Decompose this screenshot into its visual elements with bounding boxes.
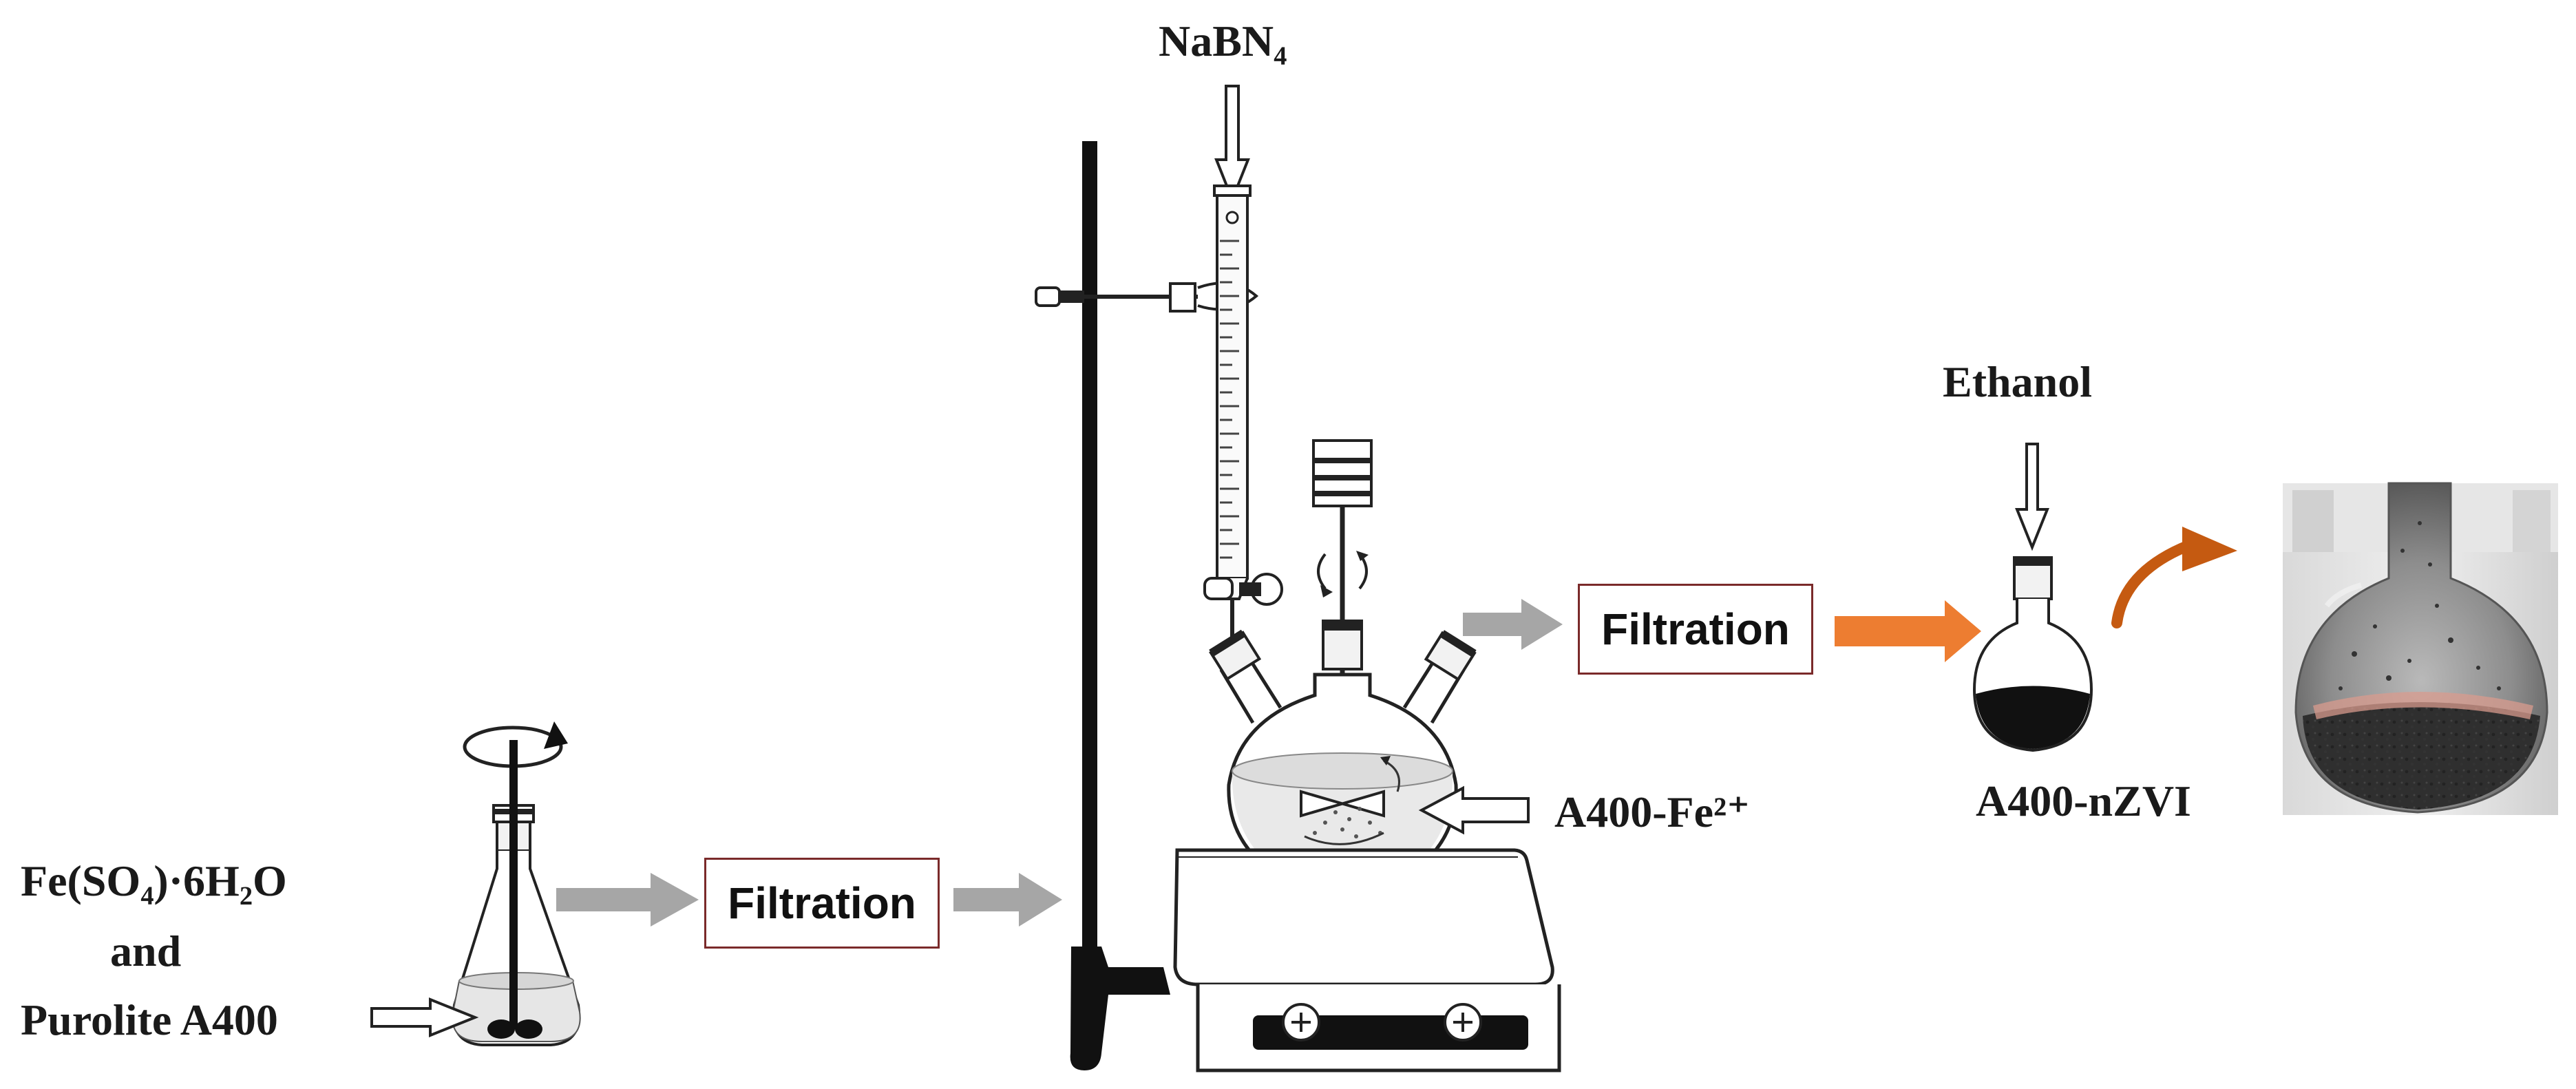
round-flask-icon xyxy=(1972,443,2093,752)
process-arrow-3 xyxy=(1463,599,1563,650)
process-arrow-2 xyxy=(953,873,1062,927)
start-material-line-2: and xyxy=(110,927,182,975)
hot-plate-stirrer-icon xyxy=(1173,848,1561,1072)
intermediate-label: A400-Fe²⁺ xyxy=(1554,787,1750,836)
curved-arrow-icon xyxy=(2111,527,2237,628)
retort-stand-icon xyxy=(1070,141,1170,1070)
inlet-arrow-2 xyxy=(1418,785,1530,835)
wash-reagent-label: Ethanol xyxy=(1943,357,2092,406)
three-neck-flask-icon xyxy=(1209,439,1477,905)
filtration-step-2: Filtration xyxy=(1578,584,1813,675)
reagent-top-label: NaBN₄ xyxy=(1159,17,1287,65)
start-material-line-3: Purolite A400 xyxy=(21,995,278,1044)
burette-icon xyxy=(1203,85,1283,671)
product-photo-icon xyxy=(2283,482,2558,815)
product-label: A400-nZVI xyxy=(1976,776,2191,825)
process-arrow-1 xyxy=(556,873,699,927)
filtration-step-1: Filtration xyxy=(704,858,940,949)
start-material-line-1: Fe(SO₄)·6H₂O xyxy=(21,856,287,905)
inlet-arrow-1 xyxy=(370,997,479,1037)
process-arrow-4 xyxy=(1835,600,1981,662)
